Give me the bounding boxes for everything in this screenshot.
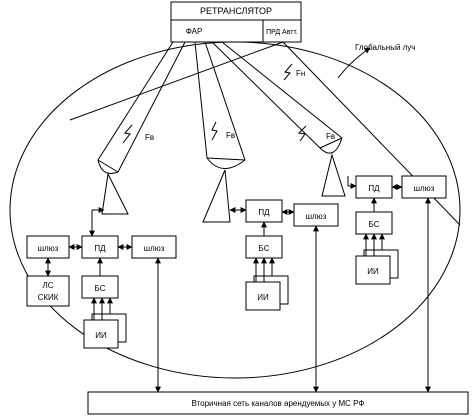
secondary-network: Вторичная сеть каналов арендуемых у МС Р… (87, 391, 469, 415)
uplink-signal-1: Fв (122, 124, 154, 144)
gw-left-outer: шлюз (38, 244, 59, 253)
pd-middle: ПД (258, 208, 270, 217)
fv-label-3: Fв (326, 132, 335, 141)
bs-left: БС (95, 284, 106, 293)
ii-left: ИИ (95, 331, 107, 340)
antenna-left (97, 159, 129, 215)
pd-right: ПД (368, 184, 380, 193)
skik-label: СКИК (38, 293, 59, 302)
uplink-signal-2: Fв (211, 121, 235, 141)
downlink-signal: Fн (283, 63, 305, 81)
ii-right: ИИ (367, 267, 379, 276)
spot-beams (97, 41, 343, 173)
bs-middle: БС (259, 244, 270, 253)
antenna-right (319, 137, 346, 197)
network-label: Вторичная сеть каналов арендуемых у МС Р… (192, 399, 365, 408)
station-left: ПД шлюз шлюз ЛС СКИК БС ИИ (26, 207, 177, 393)
relay-title: РЕТРАНСЛЯТОР (200, 6, 272, 16)
fv-label-2: Fв (226, 131, 235, 140)
fv-label-1: Fв (145, 133, 154, 142)
ii-middle: ИИ (257, 293, 269, 302)
far-label: ФАР (186, 27, 203, 36)
prd-avt-label: ПРД Автт. (266, 29, 298, 36)
global-beam-label: Глобальный луч (355, 43, 415, 52)
fn-label: Fн (296, 69, 305, 78)
station-right: ПД шлюз БС ИИ (347, 175, 447, 393)
pd-left: ПД (94, 244, 106, 253)
gw-right: шлюз (414, 184, 435, 193)
uplink-signal-3: Fв (297, 125, 335, 142)
relay-unit: РЕТРАНСЛЯТОР ФАР ПРД Автт. (170, 1, 302, 43)
antenna-middle (202, 157, 246, 223)
station-middle: ПД шлюз БС ИИ (229, 199, 339, 393)
ls-label: ЛС (42, 281, 53, 290)
bs-right: БС (369, 220, 380, 229)
gw-left-inner: шлюз (144, 244, 165, 253)
gw-middle: шлюз (306, 212, 327, 221)
